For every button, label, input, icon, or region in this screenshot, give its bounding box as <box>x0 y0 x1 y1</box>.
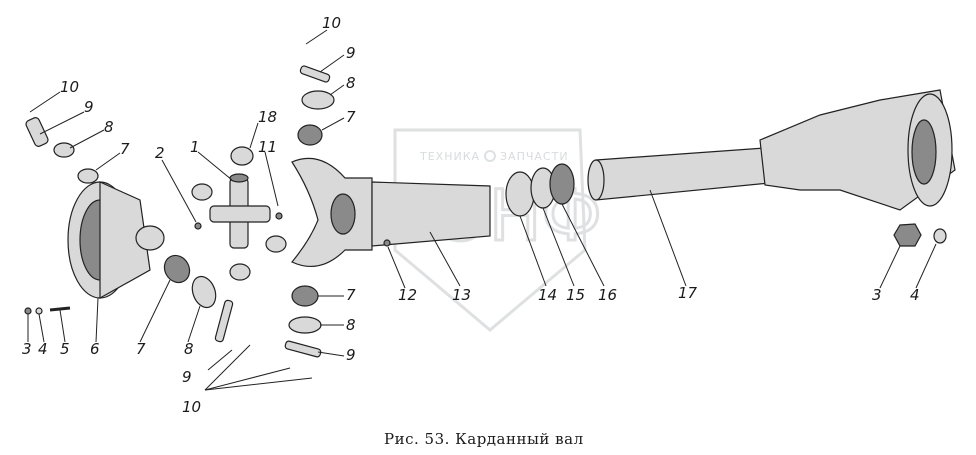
label-3-right: 3 <box>872 286 882 304</box>
plate-part-8-left <box>53 142 75 158</box>
bolt-part-5 <box>49 306 71 312</box>
label-9-top: 9 <box>346 44 356 62</box>
left-flange-part-6 <box>67 181 165 300</box>
plate-part-8-top <box>301 90 335 110</box>
label-8-left: 8 <box>104 118 114 136</box>
label-15: 15 <box>566 286 585 304</box>
right-flange <box>759 89 956 211</box>
bearing-cap <box>265 235 287 253</box>
ring-part <box>191 183 213 201</box>
yoke-part-13 <box>291 157 491 268</box>
fitting-part-11 <box>275 212 283 220</box>
watermark-text-left: ТЕХНИКА <box>419 150 480 163</box>
label-8-top: 8 <box>346 74 356 92</box>
label-3-left: 3 <box>22 340 32 358</box>
plug-part-12 <box>383 239 391 247</box>
label-7-bottom: 7 <box>136 340 146 358</box>
seal-part-16 <box>549 163 575 205</box>
label-16: 16 <box>598 286 617 304</box>
label-10-left: 10 <box>60 78 79 96</box>
label-2: 2 <box>155 144 165 162</box>
label-10-bottom: 10 <box>182 398 201 416</box>
label-7-left: 7 <box>120 140 130 158</box>
label-17: 17 <box>678 284 698 302</box>
cap-part-7-bottom <box>163 254 191 284</box>
lock-part-9-bottom <box>214 299 234 343</box>
label-14: 14 <box>538 286 557 304</box>
leader-lines <box>27 29 937 391</box>
cap-part-7-mid <box>291 285 319 307</box>
cap-part-7-top <box>297 124 323 146</box>
nut-part-3-left <box>24 307 32 315</box>
label-4-left: 4 <box>38 340 48 358</box>
cross-part-1 <box>209 173 271 249</box>
label-7-mid: 7 <box>346 286 356 304</box>
washer-part-4-left <box>35 307 43 315</box>
nut-part-3-right <box>893 223 922 247</box>
label-8-bottom-left: 8 <box>184 340 194 358</box>
label-8-mid: 8 <box>346 316 356 334</box>
label-4-right: 4 <box>910 286 920 304</box>
label-9-left: 9 <box>84 98 94 116</box>
label-6: 6 <box>90 340 100 358</box>
grease-fitting-part-2 <box>194 222 202 230</box>
lock-part-9-mid <box>284 340 322 358</box>
label-1: 1 <box>190 138 200 156</box>
label-9-bottom-left: 9 <box>182 368 192 386</box>
bearing-part-18 <box>230 146 254 166</box>
figure-caption: Рис. 53. Карданный вал <box>384 430 584 448</box>
tube-part-17 <box>587 147 781 201</box>
label-11: 11 <box>258 138 277 156</box>
label-18: 18 <box>258 108 277 126</box>
plate-part-8-bottom <box>191 275 217 309</box>
lock-part-9-left <box>25 117 49 147</box>
bearing-cap-bottom <box>229 263 251 281</box>
washer-part-4-right <box>933 228 947 244</box>
cap-part-7-left <box>77 168 99 184</box>
plate-part-8-mid <box>288 316 322 334</box>
label-5: 5 <box>60 340 70 358</box>
label-13: 13 <box>452 286 471 304</box>
watermark-text-right: ЗАПЧАСТИ <box>500 150 569 163</box>
label-12: 12 <box>398 286 417 304</box>
lock-part-9-top <box>299 65 331 83</box>
label-10-top: 10 <box>322 14 341 32</box>
seal-part-14 <box>505 171 535 217</box>
label-7-top: 7 <box>346 108 356 126</box>
label-9-mid: 9 <box>346 346 356 364</box>
